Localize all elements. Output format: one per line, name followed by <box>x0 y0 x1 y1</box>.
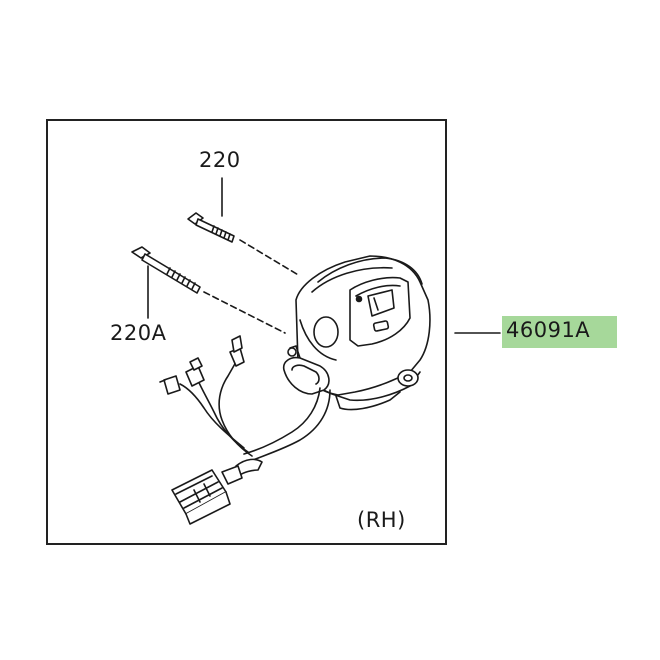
wire-harness <box>179 361 331 463</box>
label-bolt-220a: 220A <box>110 321 167 345</box>
diagram-frame <box>46 119 447 545</box>
part-number-highlight <box>502 316 617 348</box>
bolt-220 <box>187 212 301 277</box>
bolt-220a <box>131 246 286 334</box>
label-bolt-220: 220 <box>199 148 241 172</box>
label-part-number[interactable]: 46091A <box>506 318 591 342</box>
multi-pin-coupler <box>171 458 263 525</box>
label-side-rh: (RH) <box>357 508 406 532</box>
switch-housing <box>287 255 431 411</box>
bullet-connector-1 <box>229 335 245 367</box>
bullet-connector-2 <box>185 357 205 387</box>
cable-grommet <box>282 356 330 395</box>
bullet-connector-3 <box>159 375 181 395</box>
